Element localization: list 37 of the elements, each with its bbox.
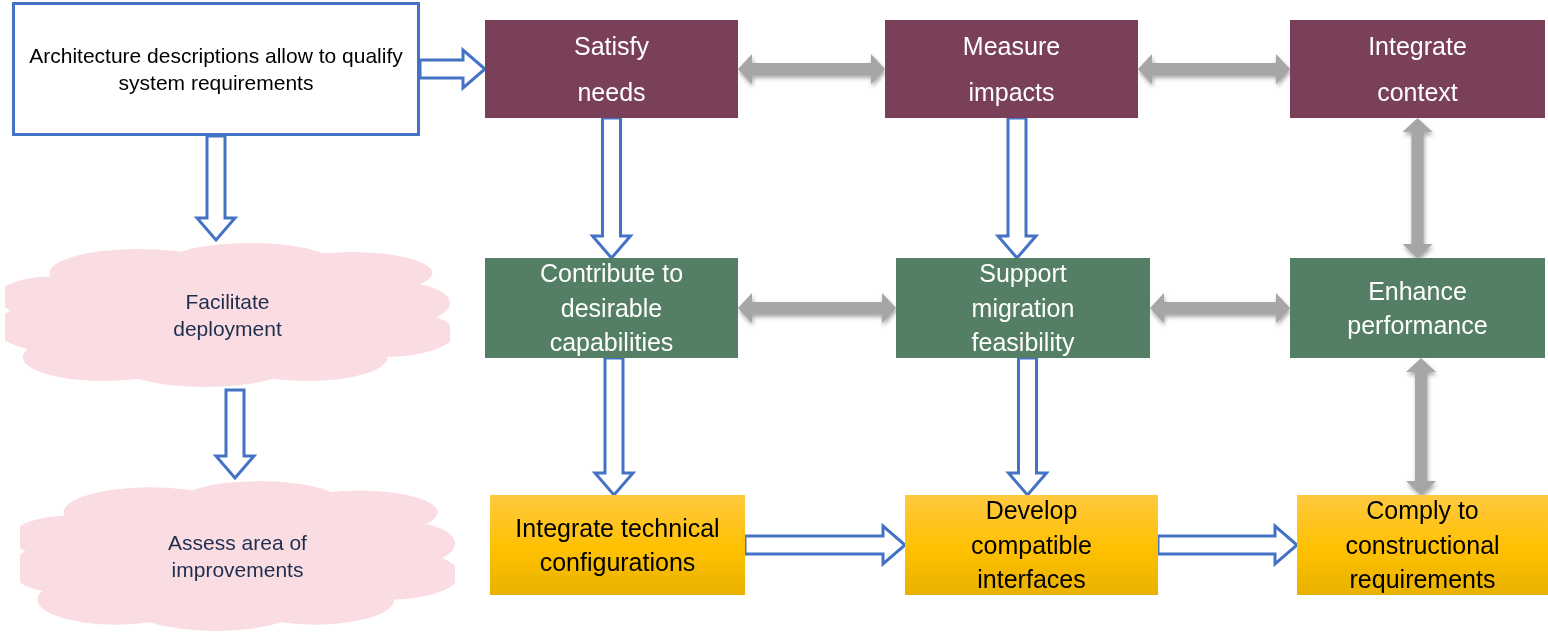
process-box: [1290, 258, 1545, 358]
process-box: [485, 20, 738, 118]
arrow: [743, 522, 908, 568]
arrow: [212, 388, 258, 481]
process-box: [1290, 20, 1545, 118]
box-label: Contribute to desirable capabilities: [538, 258, 685, 359]
process-box: [490, 495, 745, 595]
process-box: [896, 258, 1150, 358]
arrow: [1402, 118, 1433, 258]
box-label: Integrate technical configurations: [514, 512, 721, 578]
callout-box: [12, 2, 420, 136]
box-label: Assess area of improvements: [167, 529, 308, 583]
process-box: [485, 258, 738, 358]
box-label: Facilitate deployment: [172, 288, 283, 342]
box-label: Architecture descriptions allow to qualify system requirements: [28, 42, 404, 96]
process-box: [885, 20, 1138, 118]
box-label: Support migration feasibility: [970, 258, 1076, 359]
box-label: Enhance performance: [1346, 275, 1489, 341]
arrow: [1150, 293, 1290, 323]
box-label: Measure impacts: [961, 30, 1062, 108]
arrow: [1005, 356, 1050, 498]
arrow: [1138, 54, 1290, 84]
arrow: [994, 116, 1040, 261]
process-box: [905, 495, 1158, 595]
arrow: [589, 116, 634, 261]
arrow: [418, 46, 488, 92]
box-label: Comply to constructional requirements: [1344, 495, 1501, 596]
arrow: [738, 54, 885, 84]
box-label: Satisfy needs: [573, 30, 650, 108]
arrow: [738, 293, 896, 323]
arrow: [1156, 522, 1300, 568]
arrow: [193, 134, 239, 243]
arrow: [1406, 358, 1436, 495]
arrow: [591, 356, 637, 498]
process-box: [1297, 495, 1548, 595]
box-label: Integrate context: [1367, 30, 1468, 108]
box-label: Develop compatible interfaces: [970, 495, 1093, 596]
